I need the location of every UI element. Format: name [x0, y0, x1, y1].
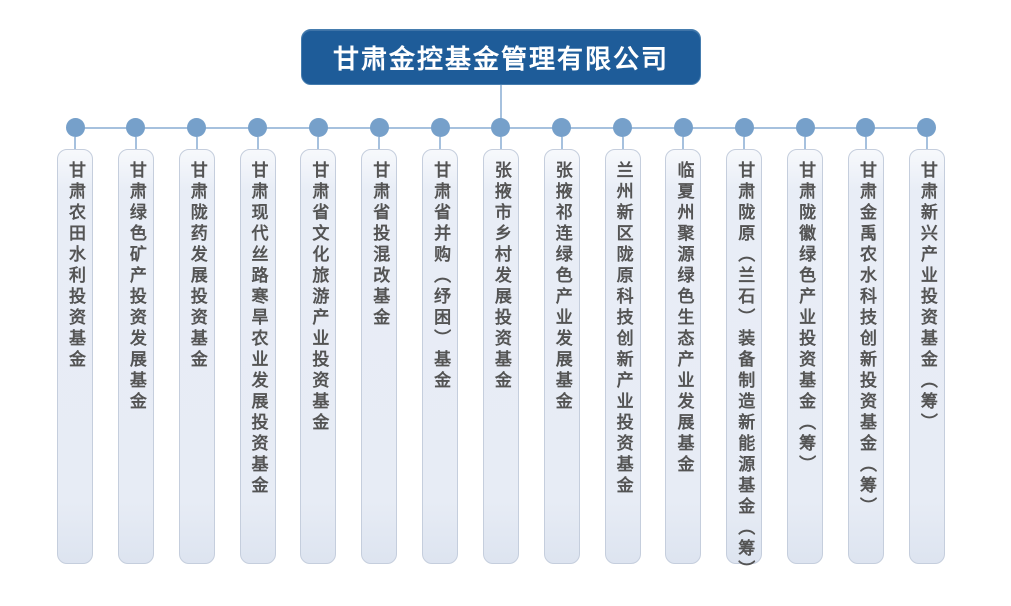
connector-stub-line — [560, 137, 563, 149]
fund-name: 甘肃陇徽绿色产业投资基金（筹） — [796, 161, 816, 476]
connector-dot — [795, 118, 815, 137]
fund-name: 甘肃省文化旅游产业投资基金 — [309, 161, 329, 434]
connector-stub-line — [743, 137, 746, 149]
connector-stub-line — [925, 137, 928, 149]
fund-box: 甘肃省投混改基金 — [361, 149, 398, 564]
root-company-title: 甘肃金控基金管理有限公司 — [332, 43, 669, 74]
fund-name: 张掖祁连绿色产业发展基金 — [552, 161, 572, 413]
fund-name: 张掖市乡村发展投资基金 — [491, 161, 511, 392]
fund-column: 甘肃现代丝路寒旱农业发展投资基金 — [239, 118, 276, 564]
fund-column: 甘肃省投混改基金 — [361, 118, 398, 564]
fund-box: 甘肃陇原（兰石）装备制造新能源基金（筹） — [726, 149, 763, 581]
fund-column: 甘肃金禹农水科技创新投资基金（筹） — [847, 118, 884, 564]
connector-dot — [552, 118, 572, 137]
connector-dot — [187, 118, 207, 137]
connector-stub-line — [134, 137, 137, 149]
connector-stub-line — [804, 137, 807, 149]
fund-name: 甘肃新兴产业投资基金（筹） — [917, 161, 937, 434]
connector-dot — [126, 118, 146, 137]
connector-stub-line — [439, 137, 442, 149]
root-company-box: 甘肃金控基金管理有限公司 — [301, 29, 701, 85]
connector-dot — [613, 118, 633, 137]
fund-box: 甘肃金禹农水科技创新投资基金（筹） — [847, 149, 884, 564]
fund-name: 甘肃省投混改基金 — [370, 161, 390, 329]
fund-name: 甘肃省并购（纾困）基金 — [431, 161, 451, 392]
connector-dot — [308, 118, 328, 137]
fund-box: 张掖祁连绿色产业发展基金 — [543, 149, 580, 564]
fund-column: 张掖市乡村发展投资基金 — [482, 118, 519, 564]
connector-dot — [491, 118, 511, 137]
connector-stub-line — [378, 137, 381, 149]
fund-box: 兰州新区陇原科技创新产业投资基金 — [604, 149, 641, 564]
connector-dot — [734, 118, 754, 137]
fund-name: 甘肃陇药发展投资基金 — [187, 161, 207, 371]
connector-dot — [248, 118, 268, 137]
fund-column: 甘肃省文化旅游产业投资基金 — [300, 118, 337, 564]
fund-column: 兰州新区陇原科技创新产业投资基金 — [604, 118, 641, 564]
connector-stub-line — [499, 137, 502, 149]
root-connector-line — [500, 85, 502, 128]
fund-box: 甘肃省并购（纾困）基金 — [422, 149, 459, 564]
fund-box: 甘肃新兴产业投资基金（筹） — [908, 149, 945, 564]
connector-dot — [369, 118, 389, 137]
connector-stub-line — [256, 137, 259, 149]
fund-name: 甘肃农田水利投资基金 — [66, 161, 85, 371]
fund-column: 甘肃新兴产业投资基金（筹） — [908, 118, 945, 564]
fund-box: 甘肃绿色矿产投资发展基金 — [117, 149, 154, 564]
fund-name: 甘肃陇原（兰石）装备制造新能源基金（筹） — [735, 161, 755, 581]
fund-box: 甘肃陇徽绿色产业投资基金（筹） — [787, 149, 824, 564]
fund-column: 甘肃陇药发展投资基金 — [178, 118, 215, 564]
connector-dot — [856, 118, 876, 137]
fund-box: 张掖市乡村发展投资基金 — [482, 149, 519, 564]
fund-name: 临夏州聚源绿色生态产业发展基金 — [674, 161, 694, 476]
connector-stub-line — [864, 137, 867, 149]
connector-stub-line — [621, 137, 624, 149]
connector-stub-line — [682, 137, 685, 149]
fund-columns: 甘肃农田水利投资基金 甘肃绿色矿产投资发展基金 甘肃陇药发展投资基金 甘肃现代丝… — [57, 118, 945, 581]
fund-name: 甘肃金禹农水科技创新投资基金（筹） — [856, 161, 876, 518]
connector-dot — [917, 118, 937, 137]
fund-column: 临夏州聚源绿色生态产业发展基金 — [665, 118, 702, 564]
connector-stub-line — [317, 137, 320, 149]
connector-dot — [430, 118, 450, 137]
fund-name: 甘肃现代丝路寒旱农业发展投资基金 — [248, 161, 268, 497]
fund-column: 甘肃绿色矿产投资发展基金 — [117, 118, 154, 564]
fund-column: 甘肃省并购（纾困）基金 — [422, 118, 459, 564]
fund-column: 张掖祁连绿色产业发展基金 — [543, 118, 580, 564]
connector-stub-line — [74, 137, 76, 149]
fund-column: 甘肃陇徽绿色产业投资基金（筹） — [787, 118, 824, 564]
fund-column: 甘肃陇原（兰石）装备制造新能源基金（筹） — [726, 118, 763, 581]
fund-box: 甘肃陇药发展投资基金 — [178, 149, 215, 564]
fund-box: 临夏州聚源绿色生态产业发展基金 — [665, 149, 702, 564]
connector-dot — [673, 118, 693, 137]
fund-box: 甘肃农田水利投资基金 — [57, 149, 93, 564]
fund-name: 兰州新区陇原科技创新产业投资基金 — [613, 161, 633, 497]
fund-box: 甘肃省文化旅游产业投资基金 — [300, 149, 337, 564]
fund-box: 甘肃现代丝路寒旱农业发展投资基金 — [239, 149, 276, 564]
connector-dot — [65, 118, 85, 137]
fund-column: 甘肃农田水利投资基金 — [57, 118, 93, 564]
connector-stub-line — [195, 137, 198, 149]
fund-name: 甘肃绿色矿产投资发展基金 — [126, 161, 146, 413]
